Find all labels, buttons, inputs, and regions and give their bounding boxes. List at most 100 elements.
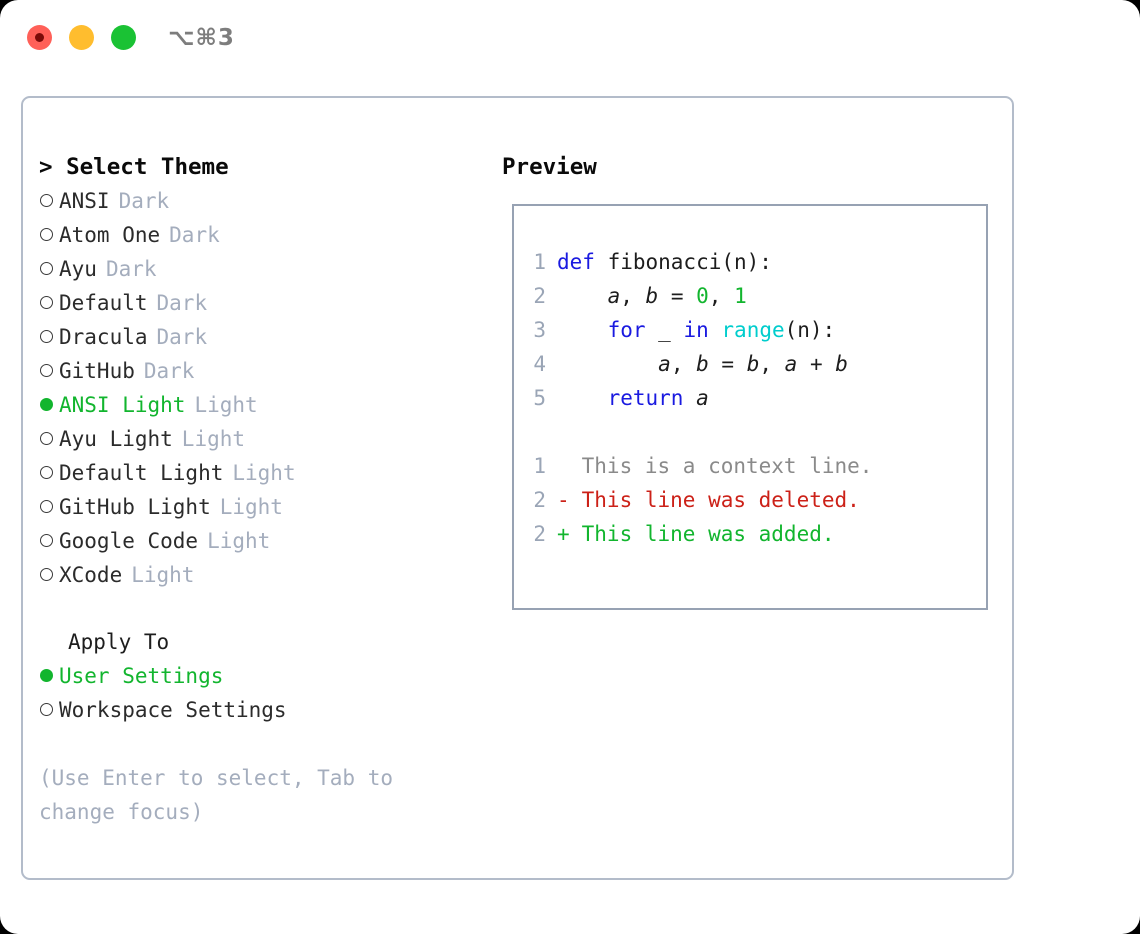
code-token: fibonacci(n):	[607, 250, 772, 274]
radio-unselected-icon[interactable]	[39, 184, 59, 218]
apply-to-option-workspace-settings[interactable]: Workspace Settings	[39, 693, 479, 727]
code-token	[557, 284, 608, 308]
code-line: 5 return a	[524, 381, 980, 415]
theme-item-tag: Dark	[169, 223, 220, 247]
apply-to-option-user-settings[interactable]: User Settings	[39, 659, 479, 693]
radio-unselected-icon[interactable]	[39, 422, 59, 456]
traffic-light-group	[27, 25, 136, 50]
code-token	[683, 386, 696, 410]
select-theme-header: > Select Theme	[39, 154, 229, 180]
radio-unselected-icon[interactable]	[39, 252, 59, 286]
code-token: def	[557, 250, 608, 274]
theme-item-tag: Dark	[118, 189, 170, 213]
code-token: a	[696, 386, 709, 410]
theme-item-label: ANSI	[59, 189, 110, 213]
code-diff-separator	[524, 415, 980, 449]
code-token: =	[708, 352, 747, 376]
code-token: ,	[670, 352, 697, 376]
code-token: ,	[708, 284, 735, 308]
theme-item-google-code[interactable]: Google Code Light	[39, 524, 479, 558]
window-shortcut-label: ⌥⌘3	[168, 25, 235, 51]
line-number: 1	[533, 454, 546, 478]
code-token: ,	[759, 352, 785, 376]
theme-item-label: GitHub	[59, 359, 135, 383]
diff-line-text: This line was added.	[569, 522, 835, 546]
theme-item-tag: Light	[181, 427, 246, 451]
diff-line-text: This line was deleted.	[569, 488, 860, 512]
minimize-button[interactable]	[69, 25, 94, 50]
line-number: 3	[533, 318, 546, 342]
radio-unselected-icon[interactable]	[39, 558, 59, 592]
radio-unselected-icon[interactable]	[39, 286, 59, 320]
code-token: a	[658, 352, 671, 376]
diff-marker: -	[557, 488, 570, 512]
theme-item-dracula[interactable]: Dracula Dark	[39, 320, 479, 354]
close-button[interactable]	[27, 25, 52, 50]
code-line: 4 a, b = b, a + b	[524, 347, 980, 381]
code-token: _	[645, 318, 684, 342]
code-token: for	[607, 318, 646, 342]
theme-item-tag: Light	[194, 393, 258, 417]
radio-unselected-icon[interactable]	[39, 218, 59, 252]
code-token: b	[746, 352, 760, 376]
theme-item-label: Default Light	[59, 461, 224, 485]
theme-item-label: Atom One	[59, 223, 161, 247]
radio-unselected-icon[interactable]	[39, 354, 59, 388]
code-token: 1	[734, 284, 747, 308]
radio-unselected-icon[interactable]	[39, 693, 59, 727]
preview-section: Preview 1 def fibonacci(n): 2 a, b = 0, 1 3…	[502, 150, 998, 610]
code-token: =	[658, 284, 697, 308]
theme-item-atom-one[interactable]: Atom One Dark	[39, 218, 479, 252]
line-number: 2	[533, 522, 546, 546]
code-token: a	[607, 284, 621, 308]
theme-item-github[interactable]: GitHub Dark	[39, 354, 479, 388]
theme-item-label: Google Code	[59, 529, 199, 553]
theme-item-ansi[interactable]: ANSI Dark	[39, 184, 479, 218]
diff-line: 2- This line was deleted.	[524, 483, 980, 517]
radio-unselected-icon[interactable]	[39, 320, 59, 354]
apply-to-label: Apply To	[68, 630, 170, 654]
theme-item-label: Dracula	[59, 325, 148, 349]
code-token	[557, 352, 658, 376]
line-number: 2	[533, 284, 546, 308]
code-line: 2 a, b = 0, 1	[524, 279, 980, 313]
radio-unselected-icon[interactable]	[39, 524, 59, 558]
code-token: +	[797, 352, 836, 376]
radio-unselected-icon[interactable]	[39, 490, 59, 524]
code-token: a	[784, 352, 798, 376]
diff-marker: +	[557, 522, 570, 546]
maximize-button[interactable]	[111, 25, 136, 50]
line-number: 1	[533, 250, 546, 274]
code-token: 0	[696, 284, 709, 308]
code-token: range	[721, 318, 785, 342]
theme-item-label: ANSI Light	[59, 393, 186, 417]
line-number: 4	[533, 352, 546, 376]
diff-marker	[557, 449, 569, 483]
keyboard-hint-text: (Use Enter to select, Tab to change focu…	[39, 766, 394, 824]
theme-item-ansi-light[interactable]: ANSI Light Light	[39, 388, 479, 422]
theme-item-tag: Dark	[156, 325, 208, 349]
radio-selected-icon[interactable]	[39, 659, 59, 693]
code-token	[557, 386, 608, 410]
theme-item-tag: Light	[131, 563, 195, 587]
theme-item-tag: Dark	[143, 359, 195, 383]
theme-item-tag: Light	[207, 529, 271, 553]
code-token: return	[607, 386, 684, 410]
code-token: ,	[620, 284, 646, 308]
preview-header: Preview	[502, 154, 597, 180]
theme-item-tag: Light	[219, 495, 283, 519]
theme-item-label: Default	[59, 291, 148, 315]
radio-selected-icon[interactable]	[39, 388, 59, 422]
radio-unselected-icon[interactable]	[39, 456, 59, 490]
